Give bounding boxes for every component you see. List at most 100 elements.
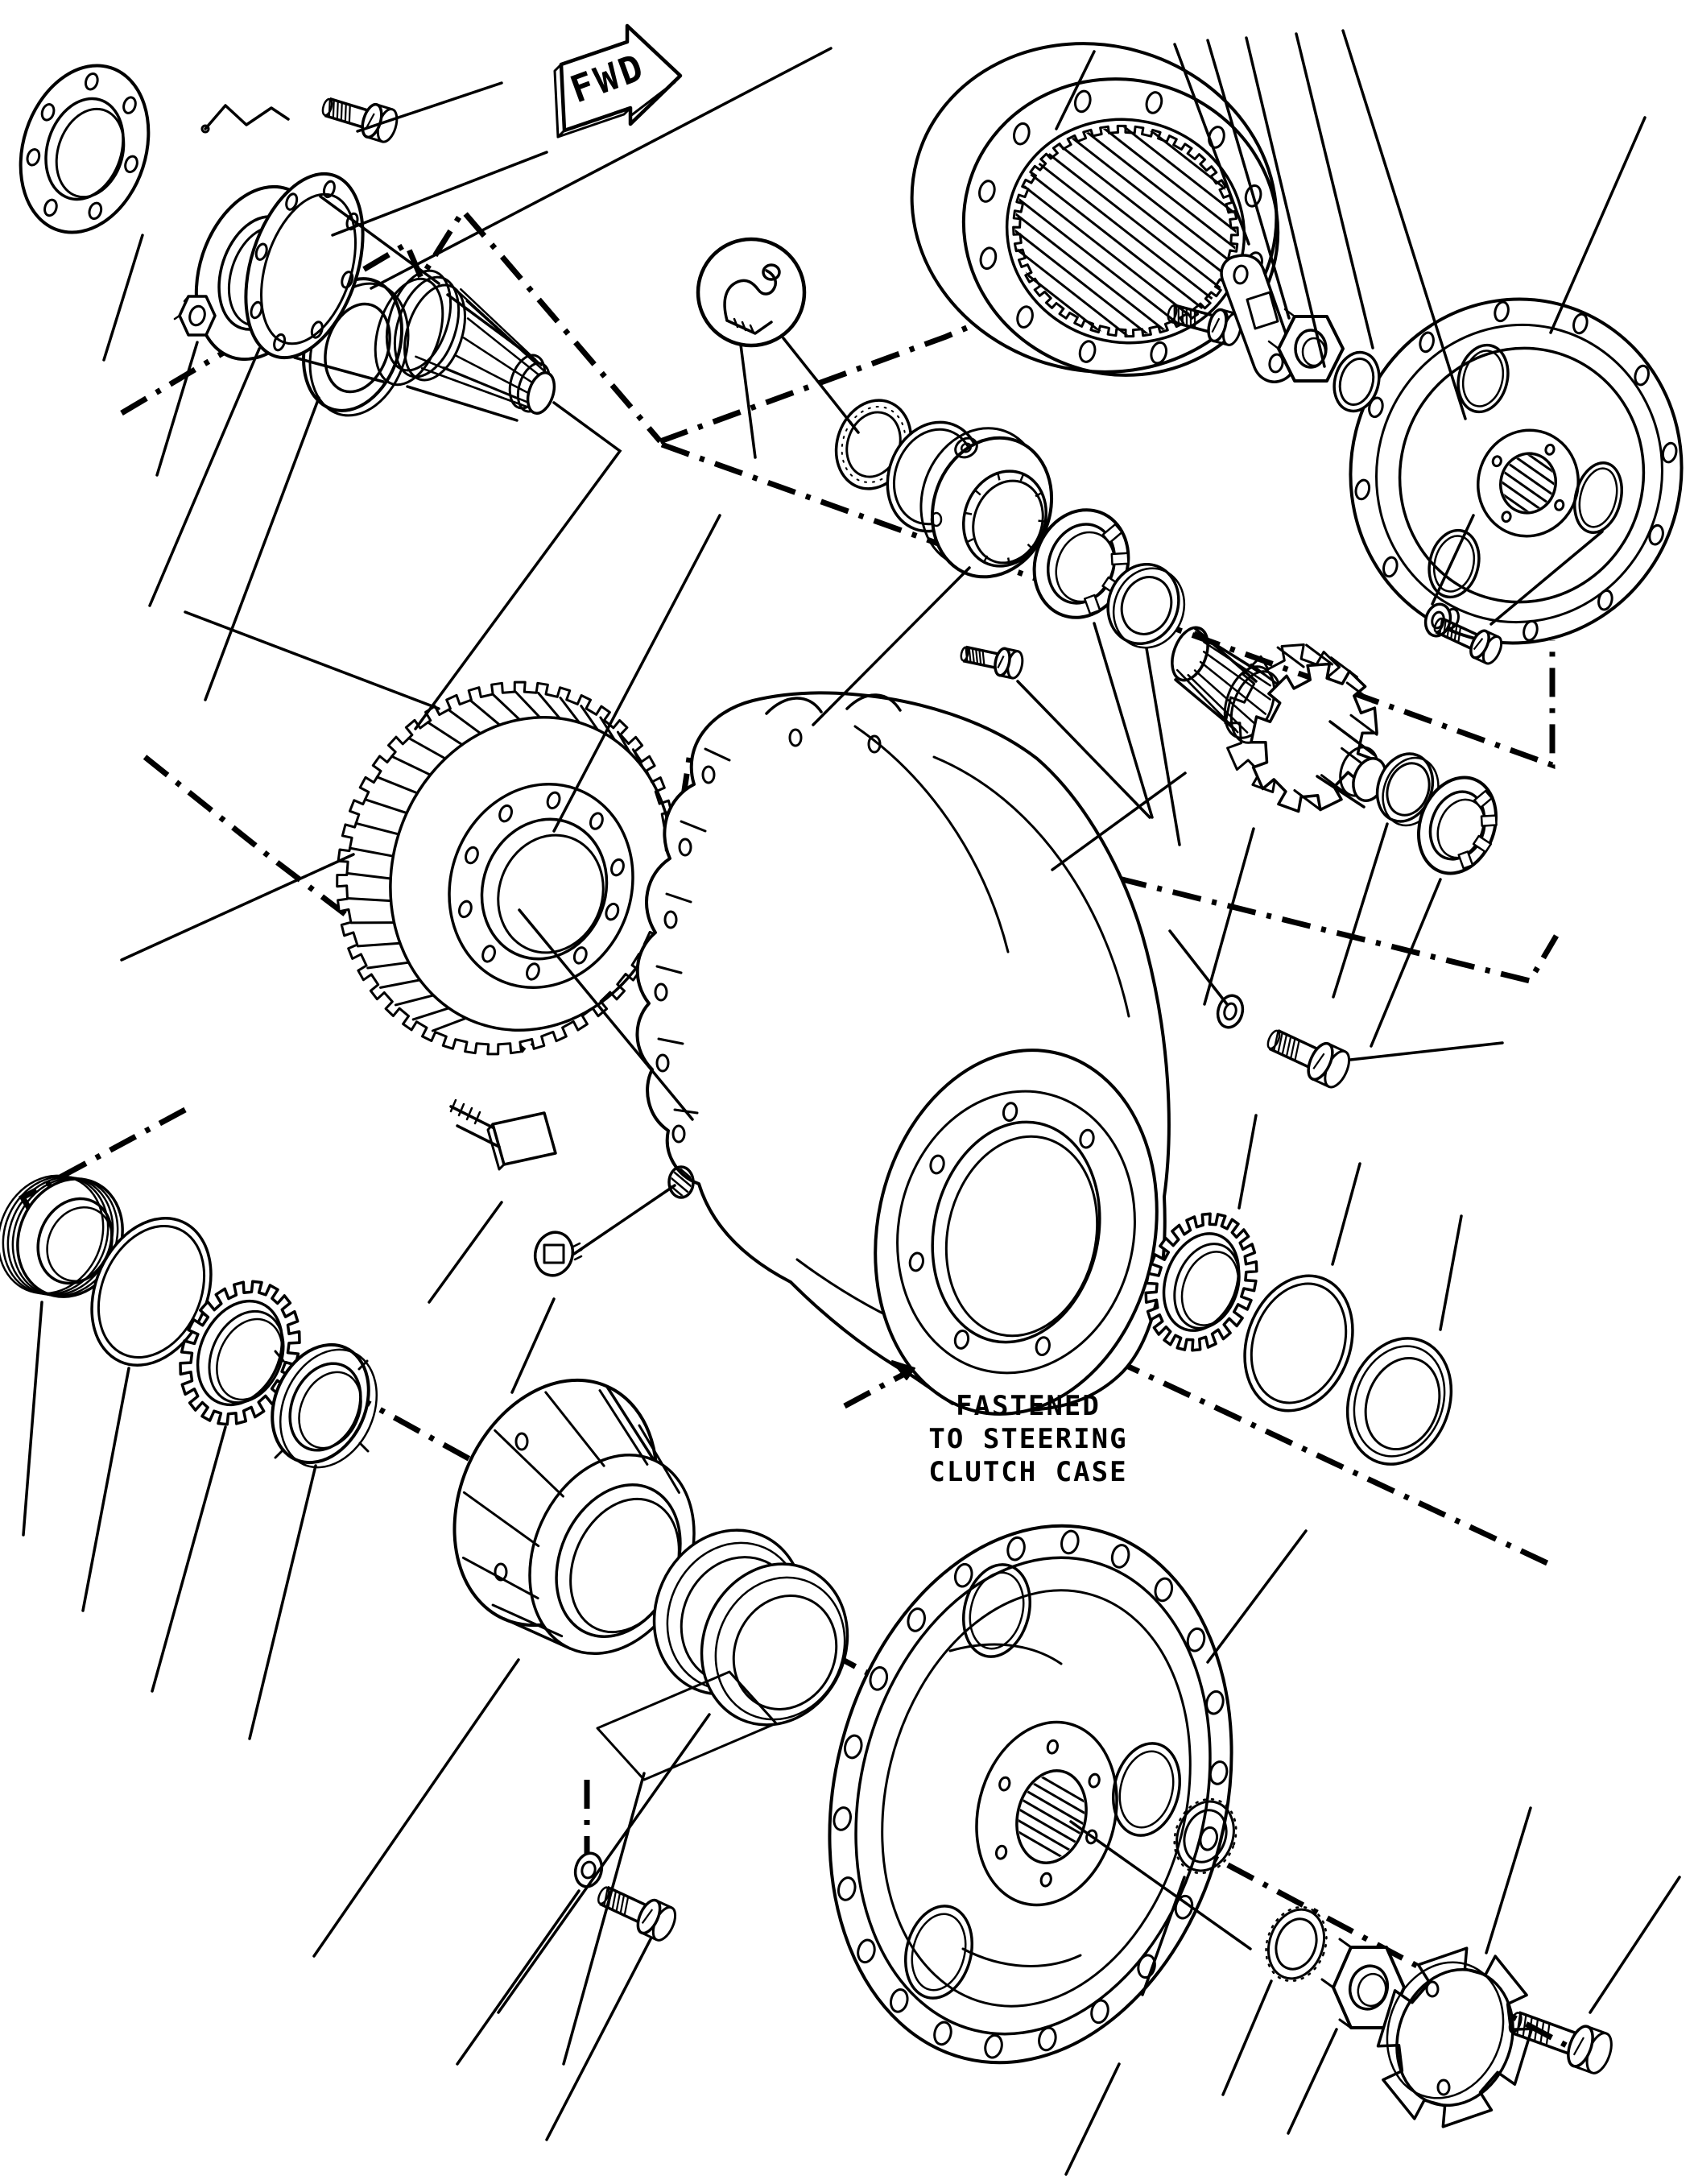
parts-layer: [0, 23, 1684, 2128]
leader-line: [1370, 878, 1442, 1048]
leader-line: [812, 566, 971, 726]
roller-bearing-pinion-outer: [1417, 776, 1498, 875]
duo-cone-seal-group: [652, 1528, 849, 1727]
axle-nut: [173, 295, 217, 337]
toothed-ring-left: [179, 1280, 301, 1426]
lock-cap: [1376, 1946, 1534, 2128]
caption-fastened-note: FASTENED TO STEERING CLUTCH CASE: [928, 1390, 1127, 1488]
leader-line: [120, 853, 355, 962]
o-ring-small: [1332, 350, 1381, 413]
leader-line: [1016, 680, 1151, 819]
leader-line: [545, 1938, 652, 2141]
leader-line: [1221, 1979, 1273, 2096]
leader-line: [739, 343, 757, 459]
bolt-cage-lower: [597, 1885, 677, 1942]
bevel-gear: [336, 680, 677, 1056]
leader-line: [1341, 29, 1467, 420]
leader-line: [497, 1713, 711, 2014]
leader-line: [22, 1301, 43, 1537]
caption-line-3: CLUTCH CASE: [928, 1456, 1127, 1488]
spacer-ring-left: [90, 1217, 213, 1367]
washer-cage: [573, 1851, 604, 1888]
shim-plate: [596, 1670, 778, 1781]
plug-countersunk: [533, 1231, 583, 1277]
bolt-hub: [1433, 617, 1503, 665]
leader-line: [518, 908, 694, 1121]
leader-line: [572, 1184, 676, 1255]
leader-line: [1145, 647, 1181, 846]
seal-ring-right: [1345, 1337, 1453, 1466]
caption-line-1: FASTENED: [956, 1390, 1101, 1422]
lock-washer-disc: [1173, 1797, 1237, 1875]
leader-line: [1051, 771, 1187, 871]
leader-line: [1349, 1041, 1504, 1061]
leader-line: [1489, 530, 1604, 626]
leader-line: [1203, 827, 1255, 1006]
leader-line: [151, 1425, 227, 1693]
spacer-ring-right: [1243, 1274, 1354, 1413]
leader-line: [552, 514, 721, 833]
leader-line: [562, 1772, 646, 2066]
toothed-ring-right: [1144, 1212, 1258, 1352]
leader-line: [1549, 116, 1646, 334]
leader-line: [204, 396, 320, 701]
leader-line: [1055, 50, 1096, 130]
leader-line: [1093, 622, 1154, 819]
ribbed-seal-ring: [0, 1174, 124, 1298]
lock-plate: [1220, 254, 1296, 383]
leader-line: [184, 610, 440, 710]
spacer-ring-pinion: [1375, 752, 1440, 827]
leader-line: [1589, 1876, 1681, 2014]
leader-line: [331, 151, 548, 237]
leader-line: [1485, 1806, 1532, 1954]
leader-line: [1439, 1214, 1463, 1331]
leader-line: [1332, 822, 1389, 999]
leader-line: [1237, 1114, 1258, 1210]
leader-line: [1206, 1529, 1308, 1664]
leader-line: [456, 1889, 581, 2066]
hex-nut-pinion: [1267, 308, 1345, 383]
lock-wire: [200, 104, 290, 134]
leader-line: [148, 347, 261, 607]
center-line: [660, 441, 1556, 769]
pinion-shaft: [1171, 626, 1387, 813]
bolt-cage: [960, 645, 1024, 680]
lock-nut-ring: [271, 1342, 378, 1469]
leader-line: [1331, 1162, 1361, 1266]
leader-line: [428, 1201, 503, 1304]
carrier-hub-flange: [1349, 297, 1684, 645]
bearing-cage-threaded: [919, 427, 1054, 579]
bolt-case: [1266, 1029, 1351, 1089]
fwd-arrow-block: [553, 23, 683, 139]
leader-line: [510, 1297, 556, 1394]
center-line: [659, 214, 1225, 445]
leader-line: [81, 1367, 130, 1612]
leader-line: [414, 401, 622, 730]
washer-case: [1216, 994, 1245, 1029]
bolt-lock-cap: [1508, 2011, 1613, 2074]
leader-line: [248, 1464, 317, 1740]
square-head-bolt: [449, 1098, 557, 1171]
caption-line-2: TO STEERING: [928, 1423, 1127, 1455]
leader-line: [1168, 929, 1229, 1006]
leader-line: [1245, 36, 1326, 368]
leader-line: [1173, 43, 1250, 246]
leader-line: [155, 341, 199, 477]
leader-line: [1287, 2028, 1338, 2135]
leader-line: [356, 81, 503, 133]
leader-line: [102, 234, 144, 362]
lip-seal-pinion: [1106, 563, 1186, 649]
bearing-cage-cone: [452, 1378, 696, 1656]
final-drive-case: [635, 691, 1171, 1416]
lock-washer-nut: [1265, 1905, 1328, 1983]
leader-line: [312, 1658, 520, 1958]
leader-line: [1431, 514, 1475, 606]
leader-line: [1064, 2062, 1121, 2176]
bearing-retainer-flange: [19, 64, 151, 234]
caption-arrowhead: [891, 1360, 954, 1405]
leader-line: [1069, 1820, 1252, 1950]
axle-shaft: [244, 172, 556, 422]
leader-line: [782, 337, 860, 434]
